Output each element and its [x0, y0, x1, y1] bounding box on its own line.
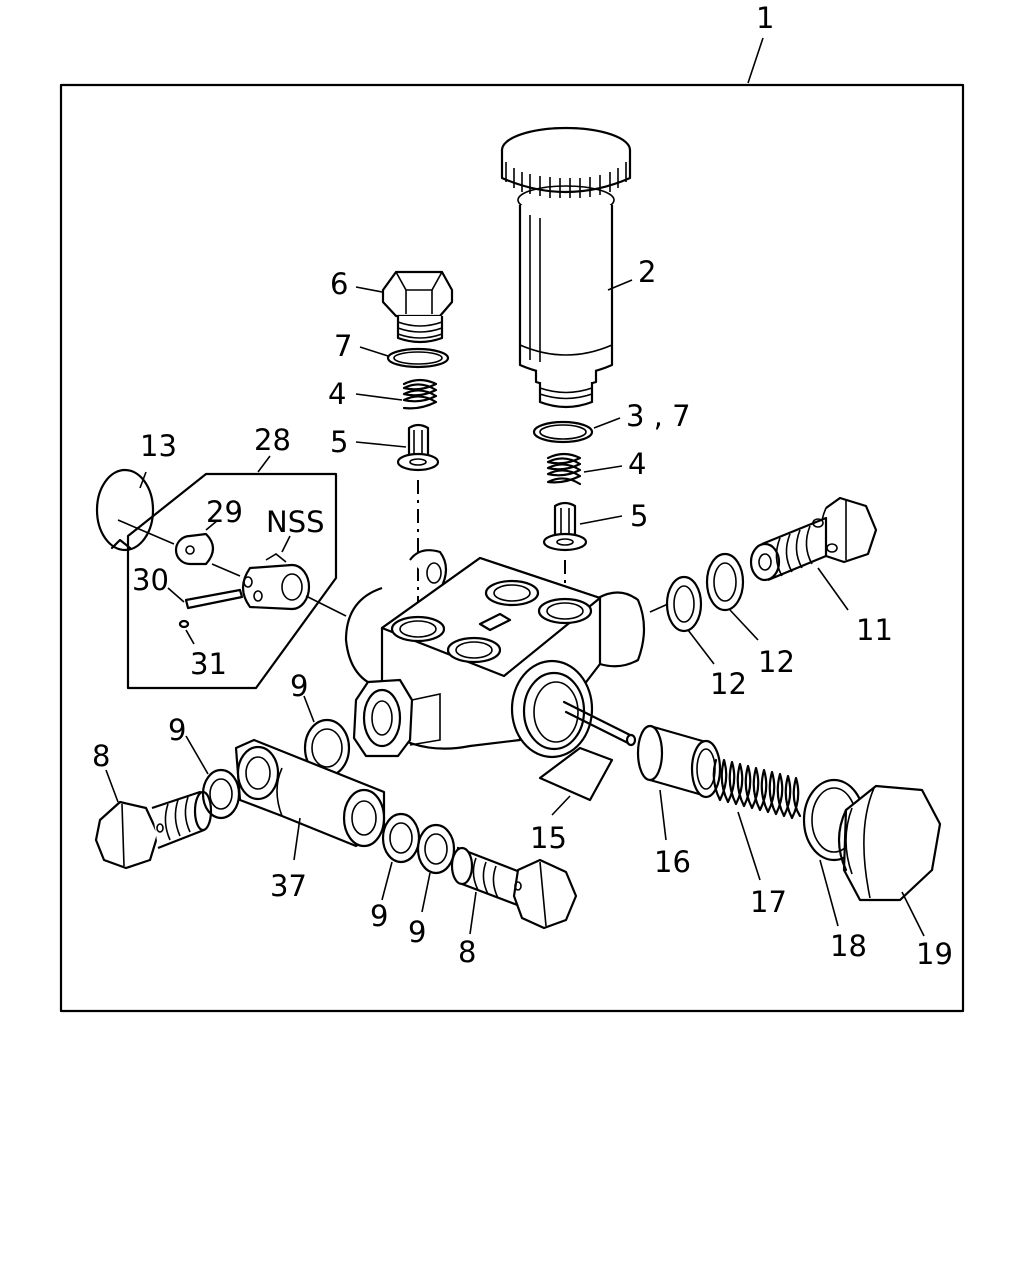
callout-17: 17	[750, 885, 787, 919]
banjo-bolt-part-11	[749, 496, 878, 611]
callout-3-7: 3 , 7	[626, 399, 691, 433]
spring-part-4-right	[546, 452, 623, 486]
rod-part-15	[538, 700, 637, 816]
valve-part-5-right	[542, 501, 623, 552]
pump-body	[344, 549, 646, 759]
callout-4-right: 4	[628, 447, 646, 481]
valve-part-5-left	[355, 423, 440, 472]
spring-part-4-left	[355, 378, 438, 410]
banjo-fitting-part-37	[234, 738, 386, 861]
callout-nss: NSS	[266, 505, 325, 539]
callout-6: 6	[330, 267, 348, 301]
callout-9-d: 9	[408, 915, 426, 949]
banjo-bolt-part-8-right	[450, 846, 578, 935]
callout-12-a: 12	[710, 667, 747, 701]
callout-9-c: 9	[370, 899, 388, 933]
callout-labels: 1 2 3 , 7 4 4 5 5 6 7 8 8 9 9 9 9 11 12 …	[92, 1, 953, 971]
callout-29: 29	[206, 495, 243, 529]
callout-13: 13	[140, 429, 177, 463]
leader-1	[747, 37, 764, 84]
callout-18: 18	[830, 929, 867, 963]
callout-11: 11	[856, 613, 893, 647]
callout-7: 7	[334, 329, 352, 363]
callout-8-left: 8	[92, 739, 110, 773]
o-ring-part-3-right	[532, 417, 621, 444]
callout-1: 1	[756, 1, 774, 35]
callout-19: 19	[916, 937, 953, 971]
plug-part-19	[837, 784, 942, 937]
priming-pump-part-2	[500, 126, 633, 409]
callout-8-right: 8	[458, 935, 476, 969]
washer-part-12-b	[705, 552, 759, 641]
assembly-frame	[59, 83, 965, 1013]
callout-31: 31	[190, 647, 227, 681]
callout-4-left: 4	[328, 377, 346, 411]
callout-15: 15	[530, 821, 567, 855]
callout-9-a: 9	[168, 713, 186, 747]
washer-part-12-a	[649, 575, 715, 665]
subassembly-box-part-28	[95, 455, 347, 690]
callout-9-b: 9	[290, 669, 308, 703]
callout-16: 16	[654, 845, 691, 879]
callout-5-left: 5	[330, 425, 348, 459]
washer-part-9-c	[381, 812, 421, 901]
callout-12-b: 12	[758, 645, 795, 679]
callout-5-right: 5	[630, 499, 648, 533]
o-ring-part-7-left	[359, 346, 450, 369]
callout-30: 30	[132, 563, 169, 597]
washer-part-9-d	[416, 823, 456, 913]
callout-28: 28	[254, 423, 291, 457]
banjo-bolt-part-8-left	[94, 769, 213, 870]
spring-part-17	[712, 758, 802, 881]
hex-plug-part-6	[355, 270, 454, 344]
callout-37: 37	[270, 869, 307, 903]
sleeve-part-16	[636, 724, 722, 841]
callout-2: 2	[638, 255, 656, 289]
